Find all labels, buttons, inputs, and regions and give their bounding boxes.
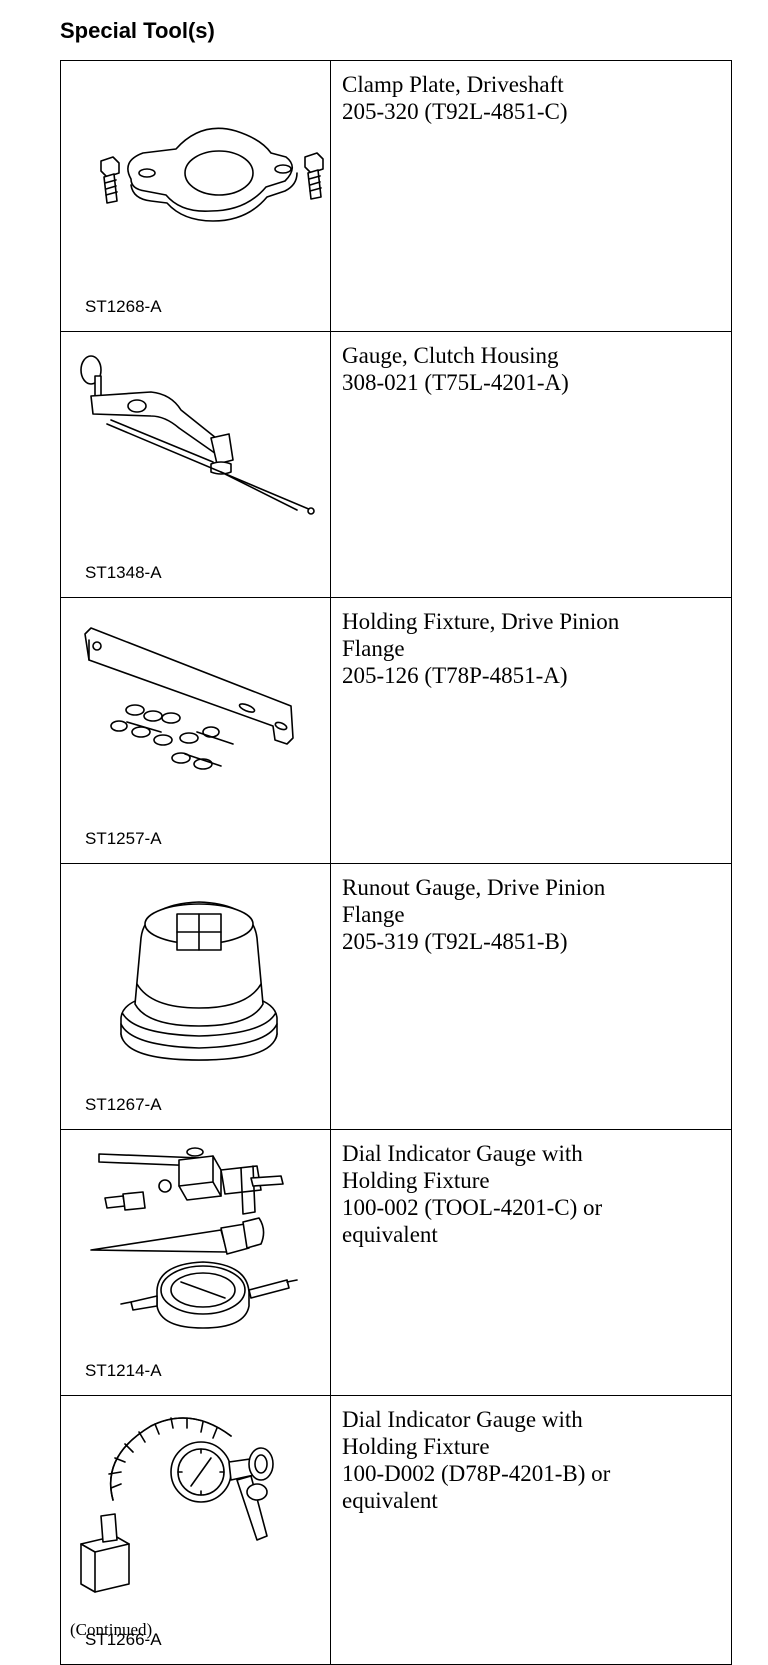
continued-note: (Continued) bbox=[70, 1620, 153, 1639]
tool-code: ST1214-A bbox=[85, 1361, 162, 1380]
tool-illustration-cell: ST1266-A bbox=[60, 1395, 331, 1665]
page-title: Special Tool(s) bbox=[60, 18, 215, 43]
tool-illustration-cell: ST1348-A bbox=[60, 331, 331, 598]
runout-gauge-icon bbox=[120, 901, 278, 1061]
table-row: ST1267-A Runout Gauge, Drive Pinion Flan… bbox=[60, 863, 732, 1130]
table-row: ST1268-A Clamp Plate, Driveshaft 205-320… bbox=[60, 60, 732, 332]
tool-note: equivalent bbox=[342, 1222, 438, 1247]
tool-code: ST1266-A bbox=[85, 1630, 162, 1649]
clamp-plate-icon bbox=[100, 127, 324, 222]
tool-illustration-cell: ST1214-A bbox=[60, 1129, 331, 1396]
tool-description: Dial Indicator Gauge with Holding Fixtur… bbox=[330, 1395, 732, 1665]
tool-illustration-cell: ST1257-A bbox=[60, 597, 331, 864]
tool-number: 308-021 (T75L-4201-A) bbox=[342, 370, 569, 395]
tool-name-continued: Holding Fixture bbox=[342, 1434, 490, 1459]
tool-note: equivalent bbox=[342, 1488, 438, 1513]
clutch-housing-gauge-icon bbox=[80, 355, 315, 515]
tool-name-continued: Flange bbox=[342, 902, 405, 927]
table-row: ST1348-A Gauge, Clutch Housing 308-021 (… bbox=[60, 331, 732, 598]
holding-fixture-icon bbox=[84, 627, 294, 770]
tool-number: 100-D002 (D78P-4201-B) or bbox=[342, 1461, 611, 1486]
tool-illustration-cell: ST1267-A bbox=[60, 863, 331, 1130]
table-row: ST1214-A Dial Indicator Gauge with Holdi… bbox=[60, 1129, 732, 1396]
tool-name: Dial Indicator Gauge with bbox=[342, 1141, 583, 1166]
tool-code: ST1348-A bbox=[85, 563, 162, 582]
tool-name-continued: Holding Fixture bbox=[342, 1168, 490, 1193]
tool-illustration-cell: ST1268-A bbox=[60, 60, 331, 332]
tool-name-continued: Flange bbox=[342, 636, 405, 661]
tool-name: Gauge, Clutch Housing bbox=[342, 343, 559, 368]
dial-indicator-fixture-icon bbox=[90, 1147, 298, 1329]
tool-number: 205-319 (T92L-4851-B) bbox=[342, 929, 568, 954]
tool-description: Runout Gauge, Drive Pinion Flange 205-31… bbox=[330, 863, 732, 1130]
table-row: ST1257-A Holding Fixture, Drive Pinion F… bbox=[60, 597, 732, 864]
tool-description: Clamp Plate, Driveshaft 205-320 (T92L-48… bbox=[330, 60, 732, 332]
tool-number: 100-002 (TOOL-4201-C) or bbox=[342, 1195, 603, 1220]
tool-code: ST1268-A bbox=[85, 297, 162, 316]
tool-code: ST1267-A bbox=[85, 1095, 162, 1114]
tool-description: Gauge, Clutch Housing 308-021 (T75L-4201… bbox=[330, 331, 732, 598]
tool-number: 205-126 (T78P-4851-A) bbox=[342, 663, 568, 688]
tool-name: Clamp Plate, Driveshaft bbox=[342, 72, 564, 97]
tool-description: Dial Indicator Gauge with Holding Fixtur… bbox=[330, 1129, 732, 1396]
tool-code: ST1257-A bbox=[85, 829, 162, 848]
tool-name: Holding Fixture, Drive Pinion bbox=[342, 609, 620, 634]
tool-name: Runout Gauge, Drive Pinion bbox=[342, 875, 606, 900]
tool-name: Dial Indicator Gauge with bbox=[342, 1407, 583, 1432]
special-tools-table: ST1268-A Clamp Plate, Driveshaft 205-320… bbox=[60, 60, 732, 1665]
tool-number: 205-320 (T92L-4851-C) bbox=[342, 99, 568, 124]
table-row: ST1266-A Dial Indicator Gauge with Holdi… bbox=[60, 1395, 732, 1665]
dial-indicator-magnetic-base-icon bbox=[80, 1417, 274, 1593]
tool-description: Holding Fixture, Drive Pinion Flange 205… bbox=[330, 597, 732, 864]
